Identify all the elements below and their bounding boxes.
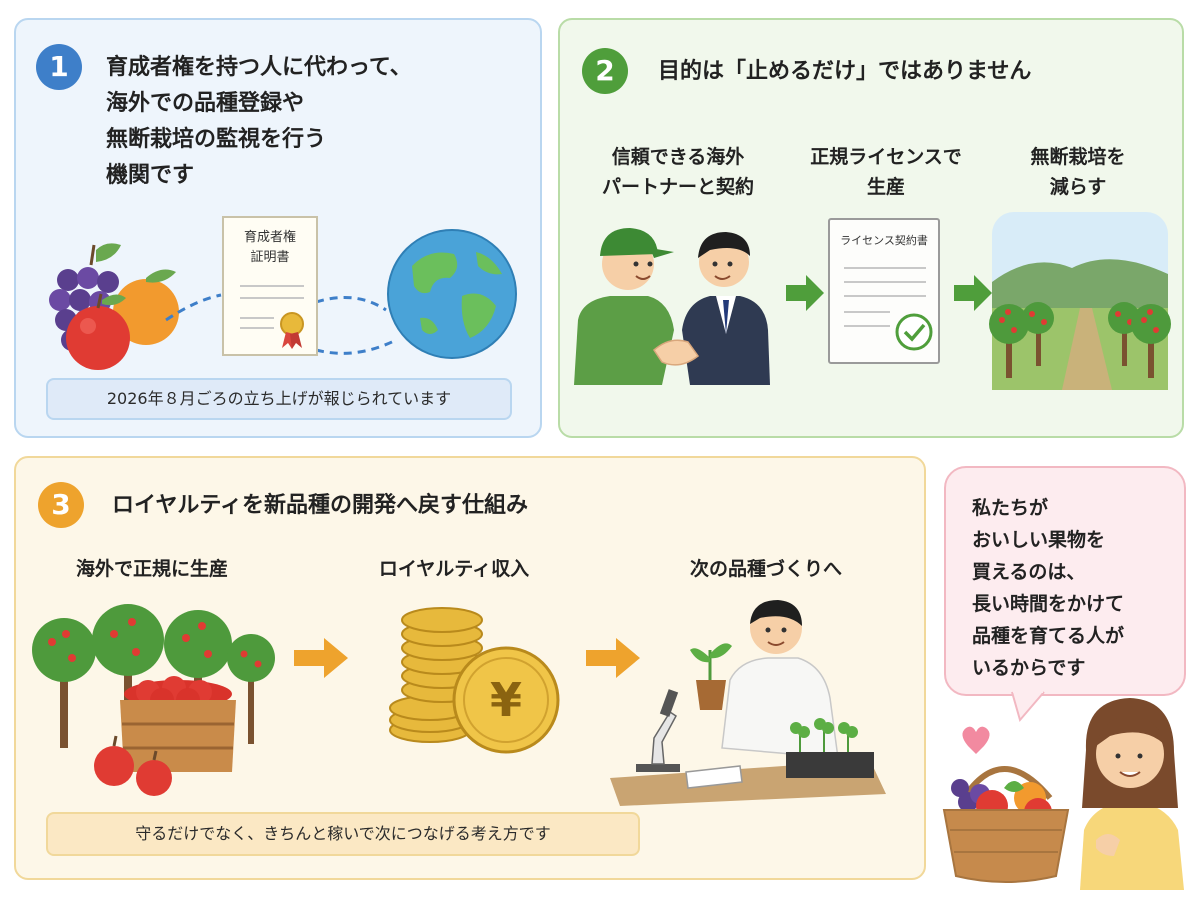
researcher-figure xyxy=(721,600,839,759)
orange-icon xyxy=(113,269,179,345)
yen-symbol: ¥ xyxy=(489,673,522,727)
arrow-right-icon xyxy=(586,638,640,678)
seedling-tray-icon xyxy=(786,718,874,778)
title-line: 育成者権を持つ人に代わって、 xyxy=(106,55,412,80)
conclusion-note: 守るだけでなく、きちんと稼いで次につなげる考え方です xyxy=(46,812,640,856)
apple-crate-illustration xyxy=(32,604,275,796)
title-line: 無断栽培の監視を行う xyxy=(106,127,327,152)
apple-tree-icon xyxy=(1022,302,1054,366)
step-caption: 海外で正規に生産 xyxy=(75,558,228,580)
title-line: 海外での品種登録や xyxy=(106,91,305,116)
notebook-icon xyxy=(685,765,743,789)
speech-line: 私たちが xyxy=(972,497,1049,519)
farmer-figure xyxy=(574,228,674,385)
speech-bubble: 私たちが おいしい果物を 買えるのは、 長い時間をかけて 品種を育てる人が いる… xyxy=(944,466,1186,696)
speech-line: 買えるのは、 xyxy=(972,561,1086,583)
step-caption: 信頼できる海外 パートナーと契約 xyxy=(578,142,778,202)
panel-agency-role: 1 育成者権を持つ人に代わって、 海外での品種登録や 無断栽培の監視を行う 機関… xyxy=(14,18,542,438)
check-badge-icon xyxy=(844,267,933,351)
speech-bubble-tail xyxy=(1011,689,1045,723)
caption-line: 減らす xyxy=(1049,176,1107,198)
step-caption: ロイヤルティ収入 xyxy=(378,558,530,580)
woman-basket-illustration xyxy=(942,698,1184,890)
seedling-pot-icon xyxy=(690,643,732,710)
businessman-figure xyxy=(682,232,770,385)
step-caption: 正規ライセンスで 生産 xyxy=(796,142,976,202)
step-caption: 次の品種づくりへ xyxy=(689,558,842,580)
apple-tree-icon xyxy=(227,634,275,744)
speech-line: おいしい果物を xyxy=(972,529,1106,551)
certificate-title-line: 証明書 xyxy=(250,250,290,265)
certificate-title-line: 育成者権 xyxy=(243,230,296,245)
step-caption: 無断栽培を 減らす xyxy=(988,142,1168,202)
apple-tree-icon xyxy=(32,618,96,748)
speech-line: 長い時間をかけて xyxy=(972,593,1125,615)
caption-line: 生産 xyxy=(866,176,905,198)
coins-illustration xyxy=(389,607,560,754)
title-line: 機関です xyxy=(106,163,195,188)
orchard-illustration xyxy=(989,212,1171,390)
license-document: ライセンス契約書 xyxy=(828,218,940,364)
apple-icon xyxy=(66,293,130,370)
apple-tree-icon xyxy=(989,304,1029,378)
fruits-illustration xyxy=(49,243,179,370)
caption-line: 無断栽培を xyxy=(1030,146,1126,168)
step-number-badge: 1 xyxy=(36,44,82,90)
step-number-badge: 2 xyxy=(582,48,628,94)
panel-title: 目的は「止めるだけ」ではありません xyxy=(658,59,1032,84)
apple-icon xyxy=(94,735,172,796)
crate-icon xyxy=(120,676,236,772)
step-number-badge: 3 xyxy=(38,482,84,528)
coin-stack-icon xyxy=(389,607,483,743)
speech-line: 品種を育てる人が xyxy=(972,625,1125,647)
fruit-basket-icon xyxy=(942,766,1070,883)
caption-line: 信頼できる海外 xyxy=(611,146,745,168)
speech-text: 私たちが おいしい果物を 買えるのは、 長い時間をかけて 品種を育てる人が いる… xyxy=(972,492,1124,684)
arrow-right-icon xyxy=(294,638,348,678)
panel-title: ロイヤルティを新品種の開発へ戻す仕組み xyxy=(112,493,529,518)
license-document-title: ライセンス契約書 xyxy=(840,234,928,247)
certificate-title: 育成者権 証明書 xyxy=(224,228,316,268)
apple-tree-icon xyxy=(1131,304,1171,378)
arrow-right-icon xyxy=(954,275,992,311)
certificate-lines-icon xyxy=(240,285,304,349)
handshake-icon xyxy=(653,339,700,366)
microscope-icon xyxy=(636,689,680,772)
launch-date-note: 2026年８月ごろの立ち上げが報じられています xyxy=(46,378,512,420)
arrow-right-icon xyxy=(786,275,824,311)
yen-coin-icon xyxy=(452,646,560,754)
panel-royalty-mechanism: 3 ロイヤルティを新品種の開発へ戻す仕組み 海外で正規に生産 ロイヤルティ収入 … xyxy=(14,456,926,880)
woman-figure xyxy=(1080,698,1184,890)
connector-lines xyxy=(165,293,397,355)
caption-line: 正規ライセンスで xyxy=(810,146,962,168)
researcher-illustration xyxy=(610,600,886,806)
panel-title: 育成者権を持つ人に代わって、 海外での品種登録や 無断栽培の監視を行う 機関です xyxy=(106,50,412,194)
heart-icon xyxy=(962,726,990,754)
speech-line: いるからです xyxy=(972,657,1086,679)
globe-icon xyxy=(387,229,517,359)
panel-purpose: 2 目的は「止めるだけ」ではありません 信頼できる海外 パートナーと契約 正規ラ… xyxy=(558,18,1184,438)
caption-line: パートナーと契約 xyxy=(601,176,754,198)
certificate-document: 育成者権 証明書 xyxy=(222,216,318,356)
handshake-illustration xyxy=(574,228,770,385)
